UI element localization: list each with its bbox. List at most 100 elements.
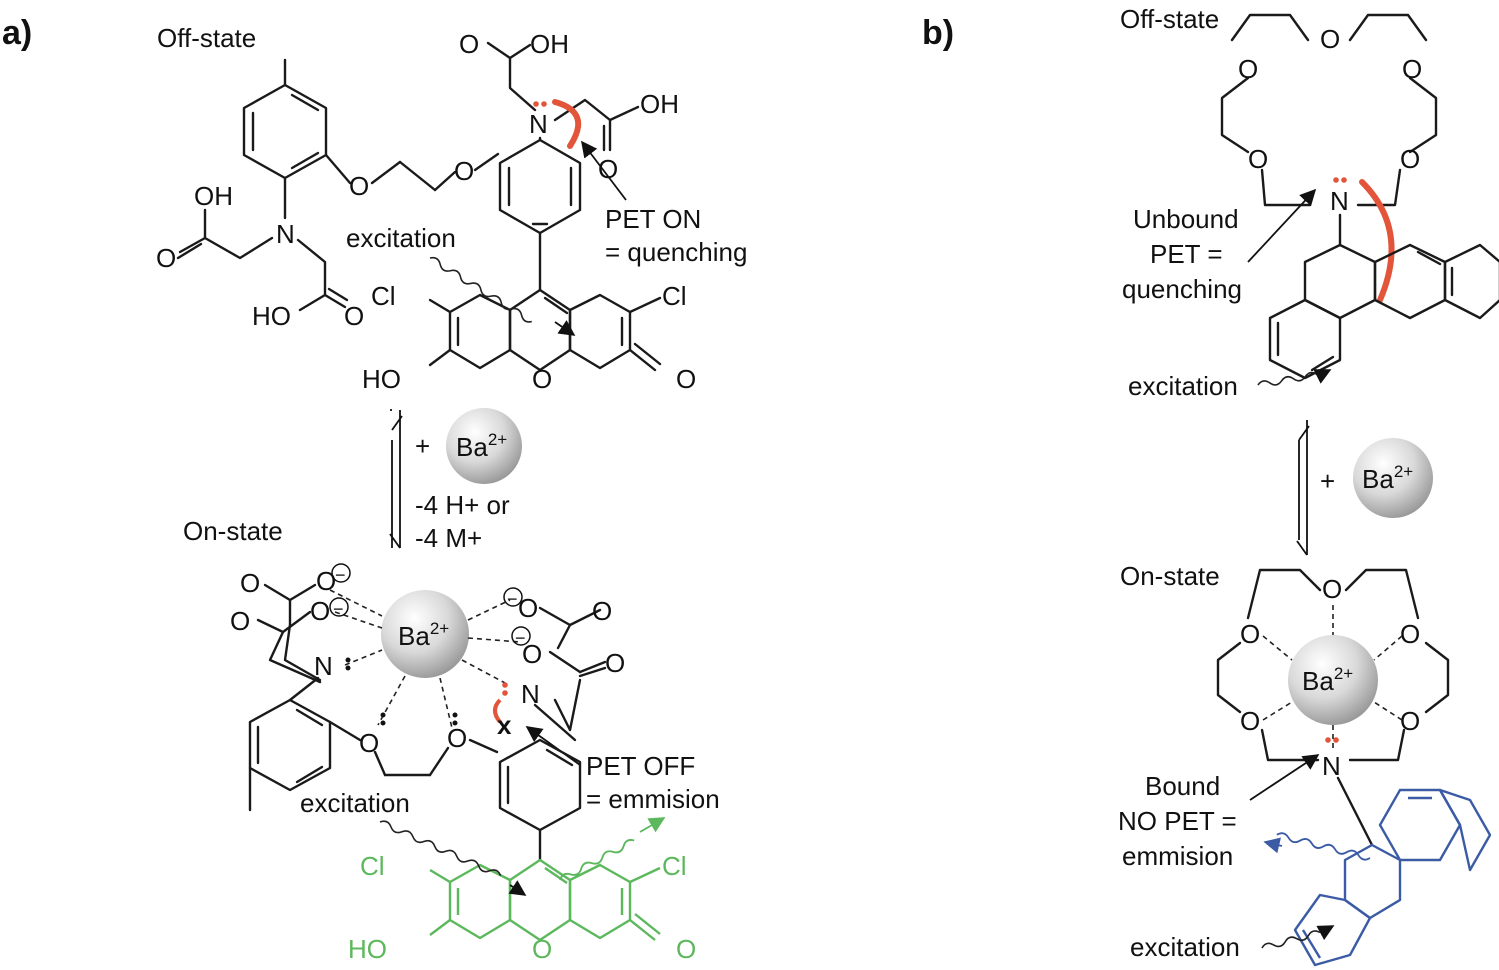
ba-ion-label-b: Ba2+ (1362, 462, 1413, 494)
atom-o2: O (454, 156, 474, 186)
top-xanthene-core (428, 288, 662, 372)
atom-o6: O (598, 154, 618, 184)
ba-ion-ball-complex-a (381, 590, 469, 678)
atom-crown2-n: N (1322, 751, 1341, 781)
bound-label-3: emmision (1122, 841, 1233, 871)
atom-crown-o5: O (1400, 144, 1420, 174)
bound-label-2: NO PET = (1118, 806, 1237, 836)
ba-ion-ball-complex-b (1288, 635, 1378, 725)
pet-off-pointer (525, 726, 581, 766)
unbound-pet-arc (1359, 179, 1395, 303)
atom-go-keto: O (676, 934, 696, 964)
atom-oh3: OH (640, 89, 679, 119)
atom-bn1: N (314, 651, 333, 681)
panel-a-label: a) (2, 14, 32, 52)
ba-ion-label-a: Ba2+ (456, 430, 507, 462)
panel-a-on-state-label: On-state (183, 516, 283, 546)
atom-gcl1: Cl (360, 851, 385, 881)
bottom-right-aryl-ring (498, 703, 582, 862)
equilibrium-arrows-b (1296, 420, 1310, 556)
pet-off-label-2: = emmision (586, 784, 720, 814)
svg-text:−: − (333, 599, 344, 619)
atom-crown-o3: O (1402, 54, 1422, 84)
atom-bo2: O (316, 566, 336, 596)
atom-o3: O (156, 243, 176, 273)
excitation-wave-bottom-b (1261, 930, 1321, 949)
atom-bo3: O (230, 606, 250, 636)
atom-gho: HO (348, 934, 387, 964)
bottom-xanthene-core-green (429, 858, 661, 942)
panel-a-off-state-label: Off-state (157, 23, 256, 53)
lone-pair-dot-2 (541, 101, 547, 107)
atom-n2: N (529, 109, 548, 139)
crown-ether-on (1216, 568, 1450, 847)
pet-off-arc (493, 698, 502, 724)
bound-pointer (1249, 754, 1320, 801)
top-ether-chain (324, 152, 500, 192)
bottom-right-carboxylates (538, 606, 607, 732)
pet-on-label-1: PET ON (605, 204, 701, 234)
crown-coordination-dashes (1262, 605, 1403, 750)
excitation-wave-bottom-a (379, 820, 502, 877)
excitation-label-top-b: excitation (1128, 371, 1238, 401)
emission-wave-a (559, 839, 635, 881)
atom-bo8: O (605, 648, 625, 678)
excitation-label-bottom-a: excitation (300, 788, 410, 818)
minus-charge-3 (503, 587, 523, 607)
atom-crown2-o2: O (1240, 619, 1260, 649)
minus-charge-1 (331, 563, 351, 583)
excitation-label-bottom-b: excitation (1130, 932, 1240, 962)
atom-o1: O (349, 171, 369, 201)
svg-text:−: − (515, 628, 526, 648)
excitation-wave-top-a (429, 256, 532, 323)
bottom-ether-chain (373, 738, 499, 777)
excitation-label-top-a: excitation (346, 223, 456, 253)
atom-bo4: O (310, 596, 330, 626)
pet-on-arc (552, 99, 582, 149)
right-acetic-arms (486, 41, 640, 152)
unbound-label-1: Unbound (1133, 204, 1239, 234)
top-right-aryl-ring (498, 138, 582, 292)
atom-crown-n: N (1330, 186, 1349, 216)
atom-bo-e1: O (359, 728, 379, 758)
pet-on-label-2: = quenching (605, 237, 747, 267)
pet-off-label-1: PET OFF (586, 751, 695, 781)
atom-o-keto: O (676, 364, 696, 394)
atom-bo6: O (592, 596, 612, 626)
atom-gcl2: Cl (662, 851, 687, 881)
ba-ion-label-complex-a: Ba2+ (398, 619, 449, 651)
bottom-left-aryl-ring (248, 676, 362, 812)
atom-bo5: O (518, 593, 538, 623)
svg-text:−: − (507, 589, 518, 609)
atom-bo7: O (522, 639, 542, 669)
anthracene-on-blue (1293, 788, 1492, 967)
loss-line-2: -4 M+ (415, 523, 482, 553)
excitation-wave-top-b (1257, 371, 1318, 386)
atom-crown2-o1: O (1322, 574, 1342, 604)
atom-cl1: Cl (371, 281, 396, 311)
pet-on-pointer (581, 140, 627, 201)
panel-b-off-state-label: Off-state (1120, 4, 1219, 34)
atom-n1: N (276, 219, 295, 249)
lone-pair-dot-1 (533, 101, 539, 107)
ba-ion-label-complex-b: Ba2+ (1302, 664, 1353, 696)
atom-o5: O (459, 29, 479, 59)
atom-crown2-o5: O (1400, 706, 1420, 736)
ba-ion-ball-b (1353, 438, 1433, 518)
anthracene-off (1268, 243, 1499, 380)
plus-sign-a: + (415, 431, 430, 461)
atom-crown-o4: O (1248, 144, 1268, 174)
svg-text:−: − (335, 565, 346, 585)
left-acetic-arms (176, 208, 349, 312)
atom-bo-e2: O (447, 723, 467, 753)
loss-line-1: -4 H+ or (415, 490, 510, 520)
crown-ether-off (1220, 13, 1438, 247)
atom-oh2: OH (530, 29, 569, 59)
atom-bo1: O (240, 568, 260, 598)
atom-o-ring: O (532, 364, 552, 394)
atom-oh1: OH (194, 181, 233, 211)
panel-b-on-state-label: On-state (1120, 561, 1220, 591)
equilibrium-arrows-a (389, 409, 403, 549)
